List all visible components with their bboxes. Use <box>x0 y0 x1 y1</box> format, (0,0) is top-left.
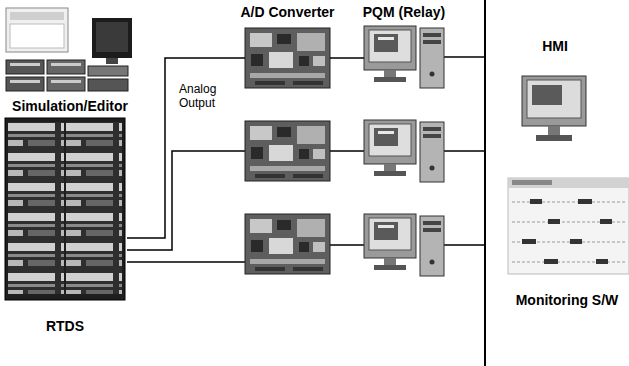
rtds-rack <box>5 118 125 300</box>
relay-node: PQM (Relay) <box>364 24 444 90</box>
software-node: Monitoring S/W <box>507 172 627 312</box>
node-label: Simulation/Editor <box>12 98 128 115</box>
hmi-node: HMI <box>515 34 595 148</box>
signal-line <box>127 58 245 238</box>
simulator-node: RTDS <box>3 118 127 338</box>
signal-line <box>330 57 364 59</box>
edge-label: Analog Output <box>178 82 236 110</box>
network-bus <box>485 0 486 366</box>
node-label: PQM (Relay) <box>363 4 445 21</box>
node-label: A/D Converter <box>240 4 334 21</box>
node-label: RTDS <box>46 318 84 335</box>
node-label: HMI <box>542 38 568 55</box>
converter-node: A/D Converter <box>245 28 330 88</box>
node-label: Monitoring S/W <box>516 292 619 309</box>
editor-workstation <box>6 8 132 91</box>
hmi-monitor <box>522 76 586 141</box>
relay-pcs <box>364 26 444 276</box>
workstation-node: Simulation/Editor <box>5 0 135 116</box>
ad-converter-boards <box>245 28 330 274</box>
monitoring-screenshot <box>508 178 629 274</box>
